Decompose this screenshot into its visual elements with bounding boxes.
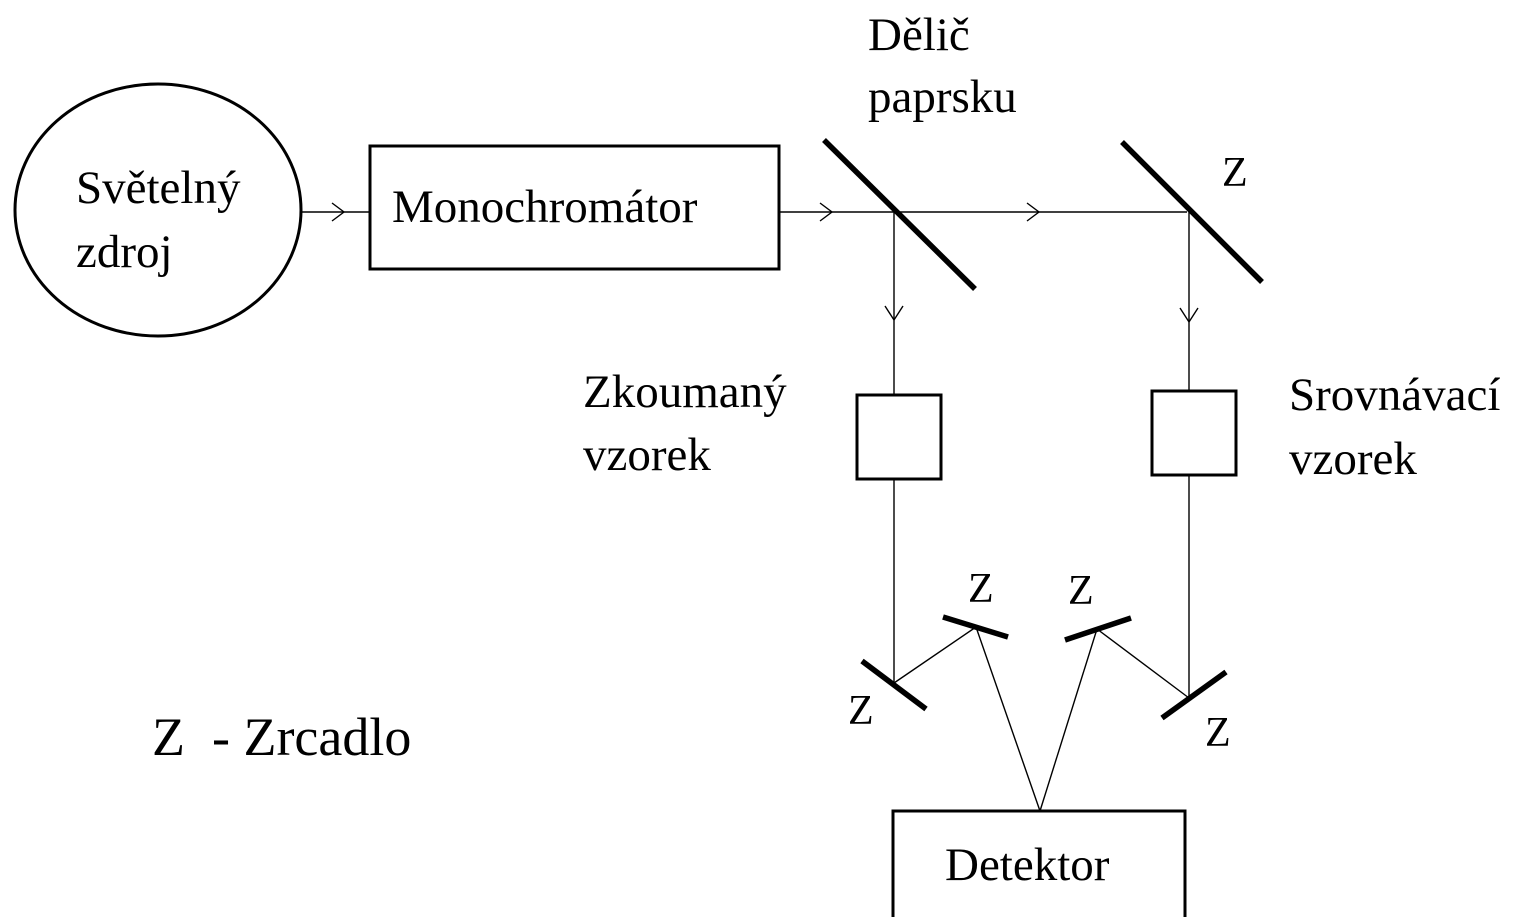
reference-label-line2: vzorek (1289, 433, 1417, 485)
top-right-mirror (1120, 140, 1264, 284)
sample-cuvette (855, 393, 943, 481)
reference-label-line1: Srovnávací (1289, 369, 1500, 421)
top-right-mirror-label: Z (1222, 150, 1248, 196)
beam-lower-right-to-upper-right (1096, 628, 1190, 699)
detector-box (891, 809, 1187, 917)
sample-label-line1: Zkoumaný (583, 366, 787, 418)
beam-lower-left-to-upper-left (893, 626, 977, 684)
arrow-reference-path (1179, 307, 1199, 324)
detector-label: Detektor (945, 839, 1110, 891)
beam-upper-right-to-detector (1039, 628, 1098, 812)
monochromator-box (368, 144, 781, 271)
beam-upper-left-to-detector (975, 626, 1041, 812)
beam-splitter-label-line2: paprsku (868, 71, 1017, 123)
monochromator-label: Monochromátor (392, 181, 698, 233)
lower-left-mirror (860, 658, 928, 712)
lower-right-mirror (1160, 669, 1228, 721)
legend-text: Z - Zrcadlo (152, 707, 411, 767)
reference-cuvette (1150, 389, 1238, 477)
beam-splitter-mirror (822, 138, 977, 291)
sample-label-line2: vzorek (583, 429, 711, 481)
upper-left-mirror-label: Z (968, 566, 994, 612)
detector: Detektor (891, 809, 1187, 917)
arrow-to-splitter (819, 202, 834, 222)
lower-right-mirror-label: Z (1205, 710, 1231, 756)
arrow-to-top-mirror (1026, 202, 1041, 222)
light-source-label-line1: Světelný (76, 162, 241, 214)
light-source-label-line2: zdroj (76, 226, 173, 278)
beam-splitter-label-line1: Dělič (868, 9, 970, 61)
arrow-sample-path (884, 305, 904, 322)
upper-right-mirror-label: Z (1068, 568, 1094, 614)
light-source: Světelný zdroj (13, 82, 303, 338)
arrow-source-to-monochromator (331, 202, 346, 222)
lower-left-mirror-label: Z (848, 688, 874, 734)
light-source-ellipse (13, 82, 303, 338)
monochromator: Monochromátor (368, 144, 781, 271)
